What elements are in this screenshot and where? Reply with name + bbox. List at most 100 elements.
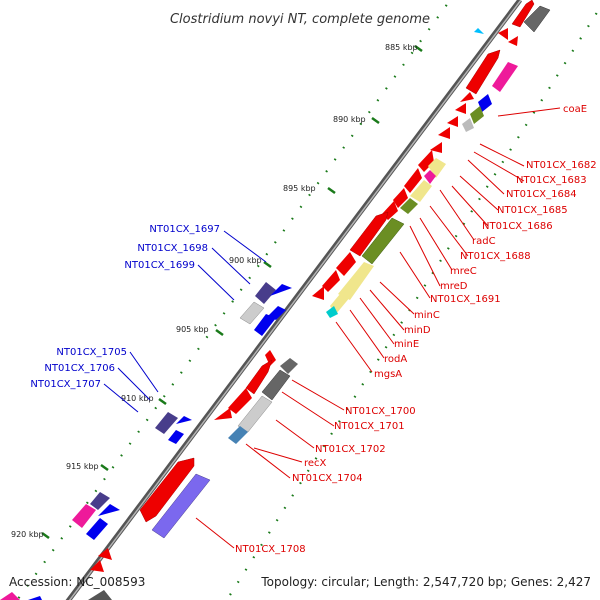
gene-feature	[465, 49, 501, 95]
gene-block-blue	[478, 94, 492, 112]
gene-label-nt01cx-1706[interactable]: NT01CX_1706	[44, 363, 115, 374]
gene-arrow	[455, 103, 466, 114]
gene-label-nt01cx-1704[interactable]: NT01CX_1704	[292, 473, 363, 484]
gene-block-khaki	[330, 282, 356, 314]
gene-arrow	[438, 127, 450, 139]
gene-block-pink	[492, 62, 518, 92]
gene-block-gray	[523, 5, 551, 33]
gene-arrow	[214, 408, 232, 420]
gene-labels-left: NT01CX_1697 NT01CX_1698 NT01CX_1699 NT01…	[30, 224, 220, 390]
gene-block-light-gray	[462, 118, 474, 132]
gene-arrow	[404, 168, 422, 193]
gene-arrow-blue	[254, 314, 276, 336]
tick-mark-895	[327, 186, 336, 195]
gene-arrow	[322, 270, 340, 292]
gene-arrow	[98, 548, 112, 560]
gene-arrow	[312, 286, 324, 300]
gene-block-gray	[88, 590, 112, 600]
gene-arrow	[265, 350, 276, 366]
gene-arrow-blue	[98, 504, 120, 516]
tick-label-885: 885 kbp	[385, 43, 418, 52]
gene-label-nt01cx-1686[interactable]: NT01CX_1686	[482, 221, 553, 232]
gene-arrow-blue	[168, 430, 184, 444]
tick-label-890: 890 kbp	[333, 115, 366, 124]
tick-label-895: 895 kbp	[283, 184, 316, 193]
gene-block-dark-slate	[255, 282, 276, 304]
dotted-track-outer	[229, 5, 600, 596]
gene-label-nt01cx-1701[interactable]: NT01CX_1701	[334, 421, 405, 432]
gene-block-cyan	[326, 306, 338, 318]
gene-arrow	[508, 36, 518, 46]
tick-mark-920	[41, 531, 50, 540]
gene-label-nt01cx-1682[interactable]: NT01CX_1682	[526, 160, 597, 171]
gene-label-nt01cx-1708[interactable]: NT01CX_1708	[235, 544, 306, 555]
gene-label-nt01cx-1691[interactable]: NT01CX_1691	[430, 294, 501, 305]
gene-label-nt01cx-1688[interactable]: NT01CX_1688	[460, 251, 531, 262]
gene-label-nt01cx-1707[interactable]: NT01CX_1707	[30, 379, 101, 390]
accession-text: Accession: NC_008593	[9, 575, 145, 589]
gene-label-nt01cx-1705[interactable]: NT01CX_1705	[56, 347, 127, 358]
gene-arrow	[460, 92, 474, 102]
gene-arrow	[447, 116, 458, 127]
topology-text: Topology: circular; Length: 2,547,720 bp…	[260, 575, 591, 589]
gene-block-pink	[0, 592, 20, 600]
gene-arrow	[393, 188, 408, 208]
gene-block-olive	[400, 198, 418, 214]
leader-lines-right	[195, 107, 561, 549]
leader-lines-left	[103, 230, 267, 413]
scale-ticks: 885 kbp 890 kbp 895 kbp 900 kbp 905 kbp …	[11, 43, 423, 540]
gene-label-nt01cx-1698[interactable]: NT01CX_1698	[137, 243, 208, 254]
gene-label-mreD[interactable]: mreD	[440, 281, 468, 292]
gene-label-nt01cx-1685[interactable]: NT01CX_1685	[497, 205, 568, 216]
gene-arrow-blue	[268, 306, 286, 320]
gene-label-minE[interactable]: minE	[394, 339, 419, 350]
dotted-track-inner	[15, 0, 452, 600]
gene-feature	[511, 0, 535, 28]
tick-mark-905	[215, 328, 224, 337]
gene-block-pink	[424, 170, 436, 184]
tick-label-915: 915 kbp	[66, 462, 99, 471]
gene-arrow	[498, 28, 508, 40]
tick-label-900: 900 kbp	[229, 256, 262, 265]
gene-label-mgsA[interactable]: mgsA	[374, 369, 402, 380]
gene-label-coaE[interactable]: coaE	[563, 104, 587, 115]
gene-feature	[245, 359, 273, 395]
gene-feature	[349, 211, 389, 257]
feature-blocks-right	[151, 5, 551, 539]
gene-block-dark-slate	[155, 412, 178, 434]
gene-label-nt01cx-1683[interactable]: NT01CX_1683	[516, 175, 587, 186]
tick-mark-885	[414, 44, 423, 53]
gene-label-nt01cx-1702[interactable]: NT01CX_1702	[315, 444, 386, 455]
tick-label-905: 905 kbp	[176, 325, 209, 334]
gene-block-olive	[470, 106, 484, 124]
gene-feature	[139, 457, 195, 523]
gene-block-gray	[280, 358, 298, 374]
reverse-strand-genes	[0, 28, 484, 600]
gene-label-minC[interactable]: minC	[414, 310, 440, 321]
tick-mark-910	[158, 397, 167, 406]
tick-mark-915	[100, 463, 109, 472]
gene-label-recX[interactable]: recX	[304, 458, 327, 469]
tick-label-910: 910 kbp	[121, 394, 154, 403]
gene-arrow	[430, 142, 442, 153]
map-title: Clostridium novyi NT, complete genome	[170, 12, 430, 27]
gene-block-steel-blue	[228, 426, 248, 444]
gene-label-rodA[interactable]: rodA	[384, 354, 407, 365]
gene-label-radC[interactable]: radC	[472, 236, 496, 247]
gene-block-khaki	[428, 158, 446, 178]
gene-label-nt01cx-1684[interactable]: NT01CX_1684	[506, 189, 577, 200]
gene-label-minD[interactable]: minD	[404, 325, 431, 336]
gene-label-mreC[interactable]: mreC	[450, 266, 477, 277]
gene-block-slate-blue	[151, 473, 211, 539]
gene-block-khaki	[410, 180, 432, 202]
gene-label-nt01cx-1697[interactable]: NT01CX_1697	[149, 224, 220, 235]
gene-block-gray	[261, 369, 291, 401]
gene-arrow-blue	[86, 518, 108, 540]
gene-block-pink	[72, 504, 96, 528]
gene-arrow-blue	[28, 596, 42, 600]
gene-label-nt01cx-1699[interactable]: NT01CX_1699	[124, 260, 195, 271]
gene-label-nt01cx-1700[interactable]: NT01CX_1700	[345, 406, 416, 417]
forward-strand-genes	[90, 0, 535, 572]
